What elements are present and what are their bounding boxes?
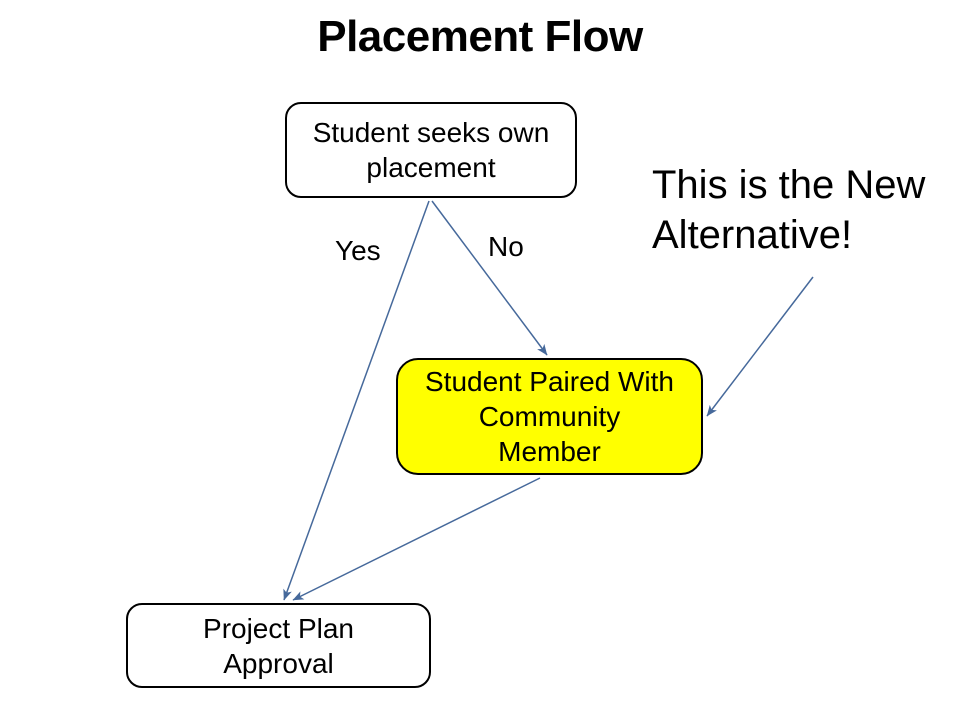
node-text-line: Student Paired With bbox=[424, 366, 675, 397]
node-text-line: Community bbox=[478, 401, 621, 432]
connector-callout-to-paired bbox=[706, 276, 814, 417]
node-student-paired-community-member: Student Paired With Community Member bbox=[396, 358, 703, 475]
node-student-seeks-placement: Student seeks own placement bbox=[285, 102, 577, 198]
node-project-plan-approval: Project Plan Approval bbox=[126, 603, 431, 688]
slide-title: Placement Flow bbox=[317, 12, 643, 61]
connector-yes bbox=[283, 200, 430, 601]
connector-paired-to-approval bbox=[292, 477, 541, 601]
edge-label-yes: Yes bbox=[335, 235, 381, 266]
node-text-line: Student seeks own bbox=[312, 117, 550, 148]
node-text-line: Project Plan bbox=[203, 612, 354, 644]
node-text-line: Member bbox=[498, 436, 601, 467]
edge-label-no: No bbox=[488, 231, 524, 262]
callout-text-line: This is the New bbox=[652, 163, 926, 207]
node-text-line: placement bbox=[366, 152, 496, 183]
connector-no bbox=[431, 200, 548, 356]
callout-new-alternative: This is the New Alternative! bbox=[652, 160, 925, 260]
node-text-line: Approval bbox=[223, 647, 334, 679]
callout-text-line: Alternative! bbox=[652, 213, 853, 257]
